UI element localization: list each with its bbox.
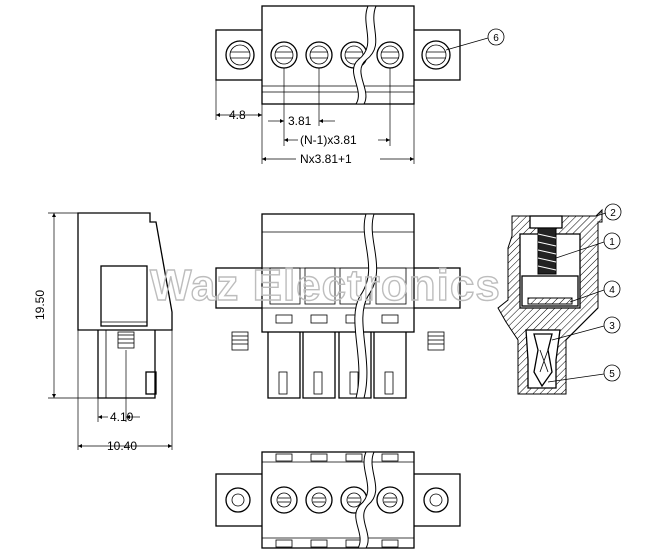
- section-view: 2 1 4 3 5: [497, 203, 622, 395]
- front-pins: [267, 332, 407, 399]
- side-view: 19.50 4.10 10.40: [33, 212, 173, 453]
- dim-n-minus-one: (N-1)x3.81: [300, 133, 357, 147]
- front-view: [215, 213, 461, 399]
- front-body: [261, 213, 415, 333]
- callout-2: 2: [610, 208, 616, 219]
- front-wire-cavities: [269, 267, 407, 324]
- callout-4-bubble: [603, 280, 621, 298]
- bottom-view: [215, 451, 461, 549]
- callout-6: 6: [493, 33, 499, 44]
- side-body-outline: [77, 212, 173, 331]
- dim-overall-length: Nx3.81+1: [300, 152, 352, 166]
- callout-6-bubble: [487, 28, 505, 46]
- bottom-contacts: [270, 453, 404, 548]
- break-mark-front: [354, 213, 378, 399]
- top-view: 6 4.8 3.81 (N-1)x3.81 Nx3.81+1: [215, 5, 505, 166]
- callout-5-bubble: [603, 364, 621, 382]
- dim-height: 19.50: [33, 290, 47, 320]
- section-screw-head: [529, 215, 563, 229]
- dim-flange-offset: 4.8: [229, 108, 246, 122]
- section-screw-thread: [537, 227, 557, 275]
- bottom-hole-left: [225, 487, 251, 513]
- callout-1-bubble: [603, 232, 621, 250]
- callout-3: 3: [609, 321, 615, 332]
- side-pin-thread: [117, 331, 135, 349]
- flange-screw-right: [421, 40, 451, 70]
- callout-2-bubble: [604, 203, 622, 221]
- callout-3-bubble: [603, 316, 621, 334]
- front-thread-posts: [231, 331, 445, 351]
- callout-1: 1: [609, 237, 615, 248]
- dim-pitch: 3.81: [288, 114, 312, 128]
- watermark: Waz Electronics: [150, 261, 501, 310]
- section-contact: [533, 333, 553, 388]
- bottom-hole-right: [423, 487, 449, 513]
- dim-pin-offset: 4.10: [110, 410, 134, 424]
- bottom-body: [261, 451, 415, 549]
- callout-5: 5: [609, 369, 615, 380]
- top-body: [261, 5, 415, 105]
- break-mark-bottom: [355, 451, 377, 549]
- break-mark-top: [352, 5, 377, 105]
- dim-depth: 10.40: [107, 439, 137, 453]
- callout-4: 4: [609, 285, 615, 296]
- flange-screw-left: [225, 40, 255, 70]
